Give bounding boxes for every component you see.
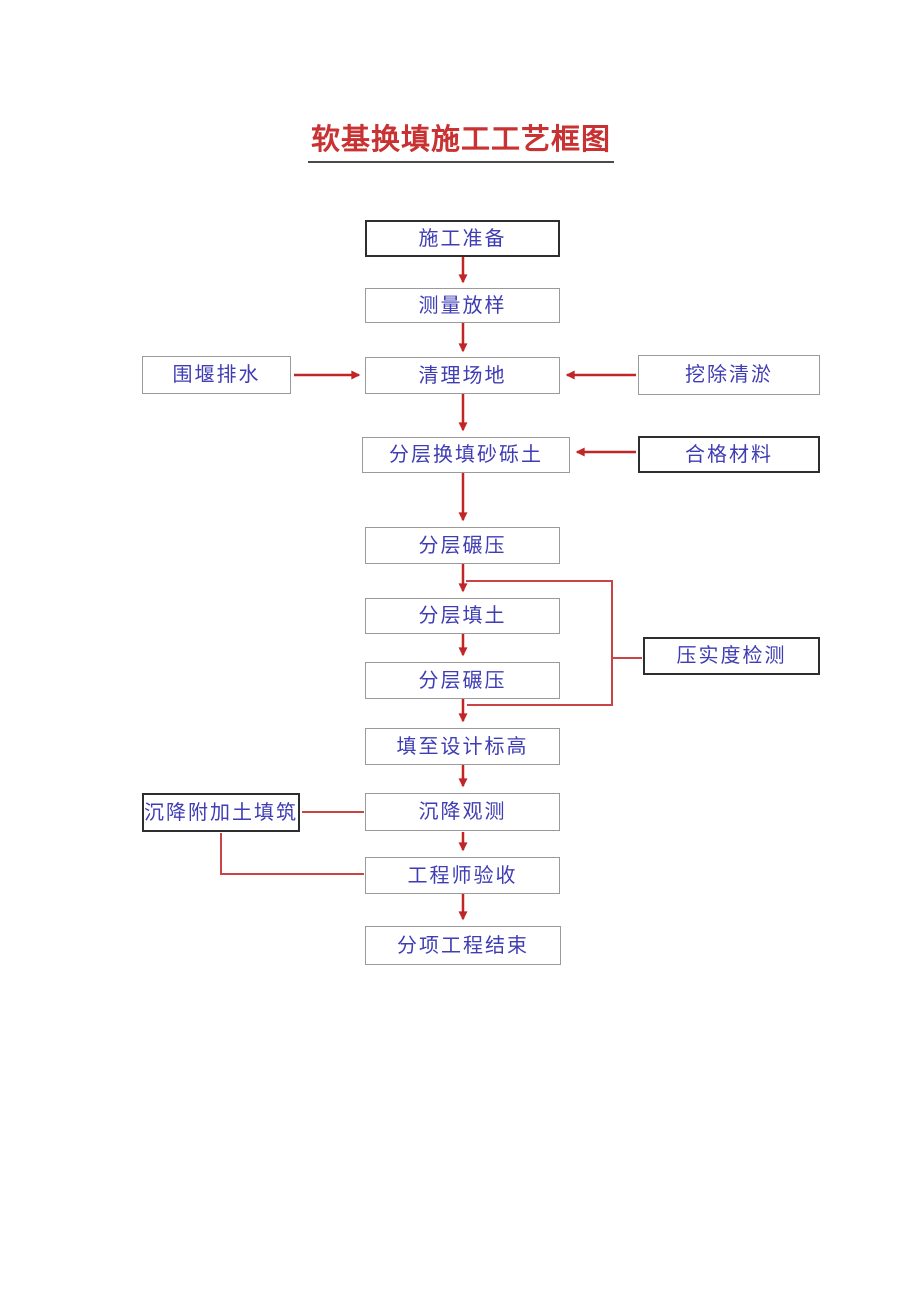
node-layer-compaction-2: 分层碾压 bbox=[365, 662, 560, 699]
node-layer-filling: 分层填土 bbox=[365, 598, 560, 634]
node-fill-to-design-elevation: 填至设计标高 bbox=[365, 728, 560, 765]
node-excavation-dredging: 挖除清淤 bbox=[638, 355, 820, 395]
node-site-clearing: 清理场地 bbox=[365, 357, 560, 394]
node-settlement-surcharge-fill: 沉降附加土填筑 bbox=[142, 793, 300, 832]
node-subproject-end: 分项工程结束 bbox=[365, 926, 561, 965]
diagram-title: 软基换填施工工艺框图 bbox=[308, 116, 614, 163]
node-compaction-test: 压实度检测 bbox=[643, 637, 820, 675]
node-layered-backfill: 分层换填砂砾土 bbox=[362, 437, 570, 473]
node-engineer-acceptance: 工程师验收 bbox=[365, 857, 560, 894]
node-layer-compaction-1: 分层碾压 bbox=[365, 527, 560, 564]
node-settlement-observation: 沉降观测 bbox=[365, 793, 560, 831]
node-survey-layout: 测量放样 bbox=[365, 288, 560, 323]
node-qualified-materials: 合格材料 bbox=[638, 436, 820, 473]
node-cofferdam-drainage: 围堰排水 bbox=[142, 356, 291, 394]
edge-compaction-test-bracket bbox=[466, 580, 613, 706]
edge-surcharge-to-engineer bbox=[220, 833, 364, 875]
node-construction-preparation: 施工准备 bbox=[365, 220, 560, 257]
